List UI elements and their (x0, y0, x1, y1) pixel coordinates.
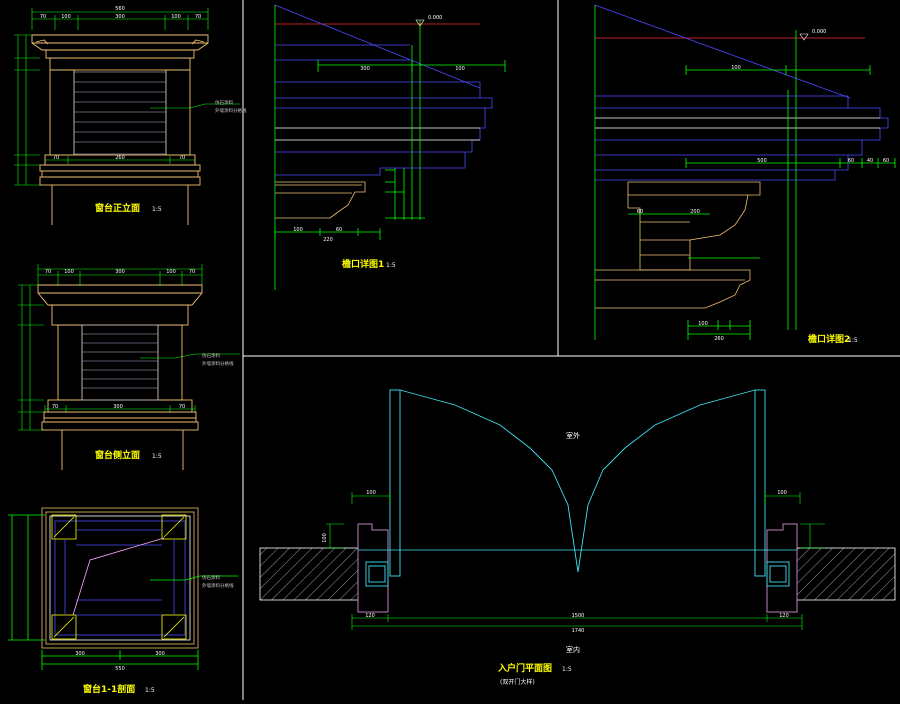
door-dim-frame-right: 100 (777, 490, 787, 496)
eave2-dim-7: 200 (690, 209, 700, 215)
door-dim-side: 100 (322, 533, 328, 543)
side-dim-top-1: 70 (45, 269, 51, 275)
eave2-dim-9: 260 (714, 336, 724, 342)
front-dim-bottom-1: 70 (53, 155, 59, 161)
panel-dividers (242, 0, 900, 700)
side-elevation-title: 窗台侧立面 (95, 449, 140, 461)
side-note-2: 外墙涂料分格线 (202, 360, 234, 367)
eave2-dim-1: 100 (731, 65, 741, 71)
eave1-dim-4: 60 (336, 227, 342, 233)
section-dim-bottom-1: 300 (75, 651, 85, 657)
wall-right (796, 547, 896, 601)
door-dim-frame-left: 100 (366, 490, 376, 496)
front-dim-overall: 560 (115, 6, 125, 12)
section-dim-overall: 550 (115, 666, 125, 672)
eave2-dim-3: 60 (848, 158, 854, 164)
eave2-dim-2: 500 (757, 158, 767, 164)
eave-detail-2-scale: 1:5 (848, 337, 858, 344)
front-note-1: 仿石涂料 (215, 99, 233, 106)
section-scale: 1:5 (145, 687, 155, 694)
eave2-level: 0.000 (812, 29, 826, 35)
eave-detail-2-panel: 0.000 100 500 60 40 60 60 200 100 260 檐口… (594, 4, 896, 345)
side-dim-bottom-3: 70 (179, 404, 185, 410)
side-dim-top-5: 70 (189, 269, 195, 275)
side-dim-top-4: 100 (166, 269, 176, 275)
label-outside: 室外 (566, 431, 580, 440)
front-note-2: 外墙涂料分格线 (215, 107, 247, 114)
side-dim-bottom-1: 70 (52, 404, 58, 410)
side-elevation-scale: 1:5 (152, 453, 162, 460)
front-dim-top-1: 70 (40, 14, 46, 20)
door-plan-title: 入户门平面图 (497, 662, 552, 674)
front-dim-top-2: 100 (61, 14, 71, 20)
eave-detail-1-panel: 0.000 300 100 100 60 220 檐口详图1 1:5 (274, 4, 506, 290)
eave2-dim-4: 40 (867, 158, 873, 164)
door-dim-2: 1500 (572, 613, 585, 619)
side-note-1: 仿石涂料 (202, 352, 220, 359)
section-panel: 300 300 550 仿石涂料 外墙涂料分格线 窗台1-1剖面 1:5 (8, 507, 238, 695)
label-inside: 室内 (566, 645, 580, 654)
eave-detail-1-scale: 1:5 (386, 262, 396, 269)
front-dim-top-5: 70 (195, 14, 201, 20)
front-dim-bottom-3: 70 (179, 155, 185, 161)
front-elevation-panel: 560 70 100 300 100 70 70 260 70 (14, 6, 247, 225)
eave2-dim-8: 100 (698, 321, 708, 327)
side-dim-bottom-2: 300 (113, 404, 123, 410)
eave1-dim-1: 300 (360, 66, 370, 72)
section-dim-bottom-2: 300 (155, 651, 165, 657)
eave-detail-2-title: 檐口详图2 (808, 333, 850, 345)
front-dim-bottom-2: 260 (115, 155, 125, 161)
front-elevation-title: 窗台正立面 (95, 202, 140, 214)
door-dim-overall: 1740 (572, 628, 585, 634)
side-dim-top-3: 300 (115, 269, 125, 275)
section-title: 窗台1-1剖面 (83, 683, 135, 695)
eave1-dim-3: 100 (293, 227, 303, 233)
front-elevation-scale: 1:5 (152, 206, 162, 213)
wall-left (259, 547, 359, 601)
eave1-dim-2: 100 (455, 66, 465, 72)
door-dim-1: 120 (365, 613, 375, 619)
eave2-dim-6: 60 (637, 209, 643, 215)
section-note-1: 仿石涂料 (202, 574, 220, 581)
section-note-2: 外墙涂料分格线 (202, 582, 234, 589)
door-plan-scale: 1:5 (562, 666, 572, 673)
side-dim-top-2: 100 (64, 269, 74, 275)
side-elevation-panel: 70 100 300 100 70 70 300 70 (18, 264, 240, 470)
front-dim-top-3: 300 (115, 14, 125, 20)
door-dim-3: 120 (779, 613, 789, 619)
door-plan-subtitle: (双开门大样) (500, 678, 535, 686)
eave1-dim-5: 220 (323, 237, 333, 243)
door-plan-panel: 120 1500 120 1740 100 100 100 室外 室内 入户门平… (259, 389, 896, 686)
front-dim-top-4: 100 (171, 14, 181, 20)
eave-detail-1-title: 檐口详图1 (342, 258, 384, 270)
eave2-dim-5: 60 (883, 158, 889, 164)
eave1-level: 0.000 (428, 15, 442, 21)
